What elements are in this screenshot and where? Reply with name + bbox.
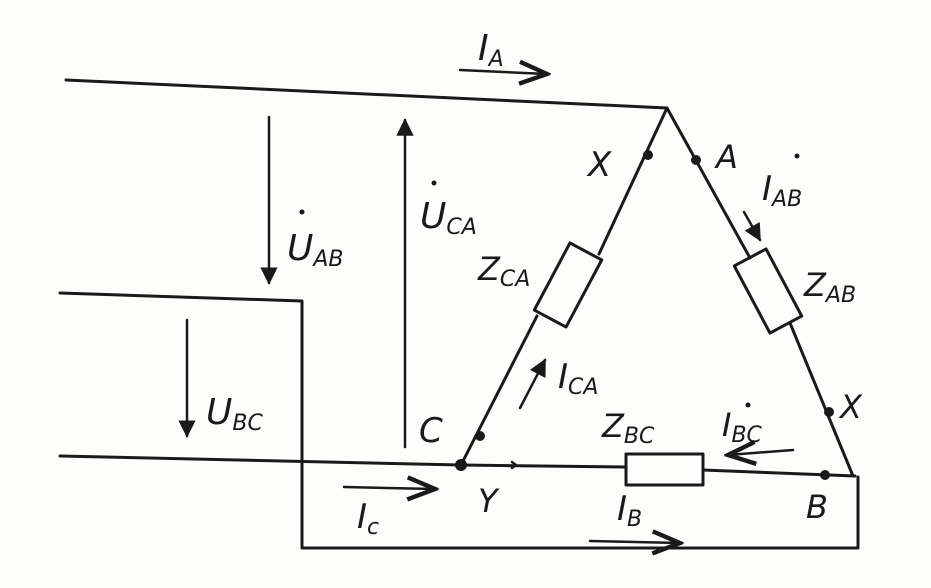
label-node-b: B bbox=[806, 488, 828, 526]
node-dot-x-right bbox=[824, 407, 834, 417]
current-arrow-ica bbox=[518, 358, 547, 410]
phasor-dot-iab bbox=[794, 153, 800, 159]
current-arrow-ia bbox=[458, 70, 547, 74]
node-dot-c bbox=[455, 459, 467, 471]
label-node-a: A bbox=[714, 138, 738, 176]
label-node-x-top: X bbox=[586, 145, 612, 185]
label-uca: UCA bbox=[420, 196, 477, 240]
current-arrow-iab bbox=[742, 210, 762, 242]
impedance-zca bbox=[532, 241, 604, 329]
current-arrow-ic bbox=[342, 487, 435, 489]
branch-bc-right bbox=[701, 468, 857, 478]
node-dot-c-upper bbox=[475, 431, 485, 441]
branch-ca-lower bbox=[459, 314, 539, 467]
label-node-c: C bbox=[419, 411, 443, 451]
node-dot-a bbox=[691, 155, 701, 165]
junction-mark-y bbox=[510, 460, 518, 470]
branch-bc-left bbox=[459, 463, 628, 469]
current-arrow-ib bbox=[588, 541, 680, 543]
branch-ab-lower bbox=[788, 321, 855, 478]
current-arrow-ibc bbox=[728, 450, 795, 455]
line-c-wire bbox=[58, 454, 463, 467]
branch-ca-upper bbox=[597, 106, 669, 256]
label-node-x-right: X bbox=[838, 388, 863, 426]
label-ica: ICA bbox=[558, 357, 598, 400]
phasor-dot-ibc bbox=[745, 402, 751, 408]
impedance-zab bbox=[732, 247, 804, 335]
impedance-zbc bbox=[624, 452, 705, 487]
label-zab: ZAB bbox=[803, 266, 856, 308]
phasor-dot-uab bbox=[299, 209, 305, 215]
label-ibc: IBC bbox=[722, 406, 763, 448]
line-a-wire bbox=[64, 78, 669, 110]
label-ic: Ic bbox=[357, 497, 379, 540]
label-uab: UAB bbox=[287, 228, 344, 272]
label-ubc: UBC bbox=[206, 392, 263, 436]
branch-ab-upper bbox=[665, 106, 752, 260]
label-node-y: Y bbox=[478, 482, 500, 520]
label-iab: IAB bbox=[762, 169, 802, 212]
line-b-wire bbox=[58, 291, 860, 550]
phasor-dot-uca bbox=[431, 180, 437, 186]
label-ib: IB bbox=[617, 489, 642, 532]
node-dot-b bbox=[820, 470, 830, 480]
label-zca: ZCA bbox=[477, 250, 530, 292]
label-zbc: ZBC bbox=[601, 407, 655, 449]
label-ia: IA bbox=[478, 28, 504, 72]
node-dot-x-top bbox=[643, 150, 653, 160]
